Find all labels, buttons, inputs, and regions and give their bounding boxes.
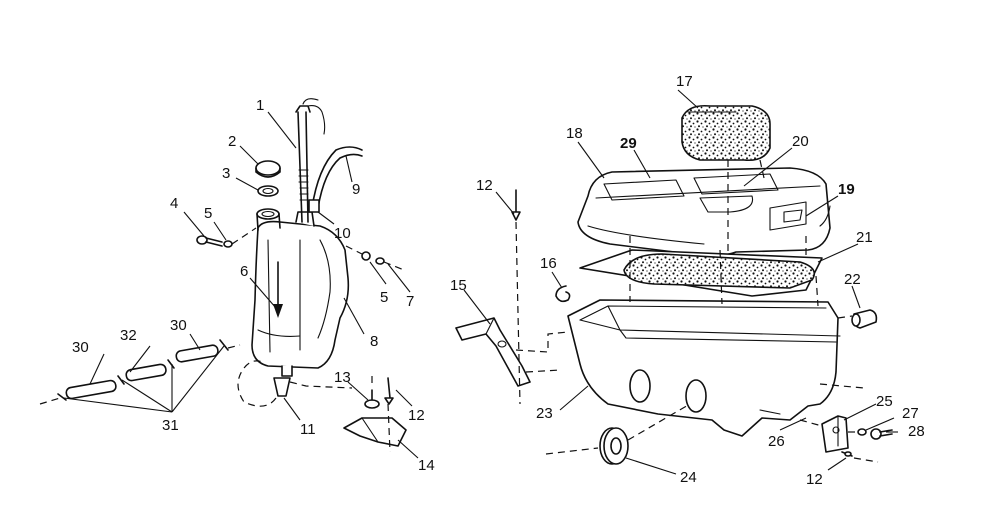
callout-12a: 12: [476, 177, 493, 194]
airbox-base: [567, 299, 841, 437]
callout-28: 28: [908, 423, 925, 440]
callout-17: 17: [676, 73, 693, 90]
leader-lines: [89, 89, 898, 475]
mounting-bracket: [343, 376, 407, 453]
callout-15: 15: [450, 277, 467, 294]
callout-10: 10: [334, 225, 351, 242]
callout-5a: 5: [204, 205, 212, 222]
callout-9: 9: [352, 181, 360, 198]
callout-25: 25: [876, 393, 893, 410]
boot-connector: [837, 309, 878, 329]
assembly-guides: [629, 159, 819, 307]
mounting-screw: [196, 227, 257, 248]
callout-24: 24: [680, 469, 697, 486]
airbox-cover: [577, 167, 831, 257]
callout-19: 19: [838, 181, 855, 198]
outlet-fitting: [237, 360, 353, 407]
callout-6: 6: [240, 263, 248, 280]
callout-labels: 1 2 3 4 5 5 6 7 8 9 10 11 12 12 12 13 14…: [72, 73, 925, 488]
callout-11: 11: [300, 421, 316, 438]
callout-26: 26: [768, 433, 785, 450]
callout-18: 18: [566, 125, 583, 142]
callout-27: 27: [902, 405, 919, 422]
cap-gasket: [257, 185, 279, 197]
callout-30a: 30: [72, 339, 89, 356]
callout-12c: 12: [806, 471, 823, 488]
callout-5b: 5: [380, 289, 388, 306]
vent-hose: [308, 146, 363, 213]
callout-4: 4: [170, 195, 178, 212]
right-hardware: [799, 383, 893, 463]
callout-31: 31: [162, 417, 179, 434]
foam-filter-element: [681, 104, 771, 162]
tank-body: [251, 208, 350, 377]
pickup-tube: [295, 98, 326, 223]
side-screw: [345, 245, 405, 271]
callout-2: 2: [228, 133, 236, 150]
rubber-grommet: [545, 403, 691, 465]
callout-12b: 12: [408, 407, 425, 424]
callout-20: 20: [792, 133, 809, 150]
callout-3: 3: [222, 165, 230, 182]
callout-30b: 30: [170, 317, 187, 334]
spring-clip: [555, 285, 571, 303]
callout-32: 32: [120, 327, 137, 344]
callout-16: 16: [540, 255, 557, 272]
callout-14: 14: [418, 457, 435, 474]
callout-23: 23: [536, 405, 553, 422]
callout-21: 21: [856, 229, 873, 246]
callout-7: 7: [406, 293, 414, 310]
fuel-line-assembly: [39, 339, 241, 413]
filter-gasket: [579, 249, 823, 297]
airbox-bracket: [455, 317, 569, 387]
tank-cap: [255, 160, 281, 178]
callout-1: 1: [256, 97, 264, 114]
callout-29: 29: [620, 135, 637, 152]
callout-8: 8: [370, 333, 378, 350]
callout-22: 22: [844, 271, 861, 288]
callout-13: 13: [334, 369, 351, 386]
